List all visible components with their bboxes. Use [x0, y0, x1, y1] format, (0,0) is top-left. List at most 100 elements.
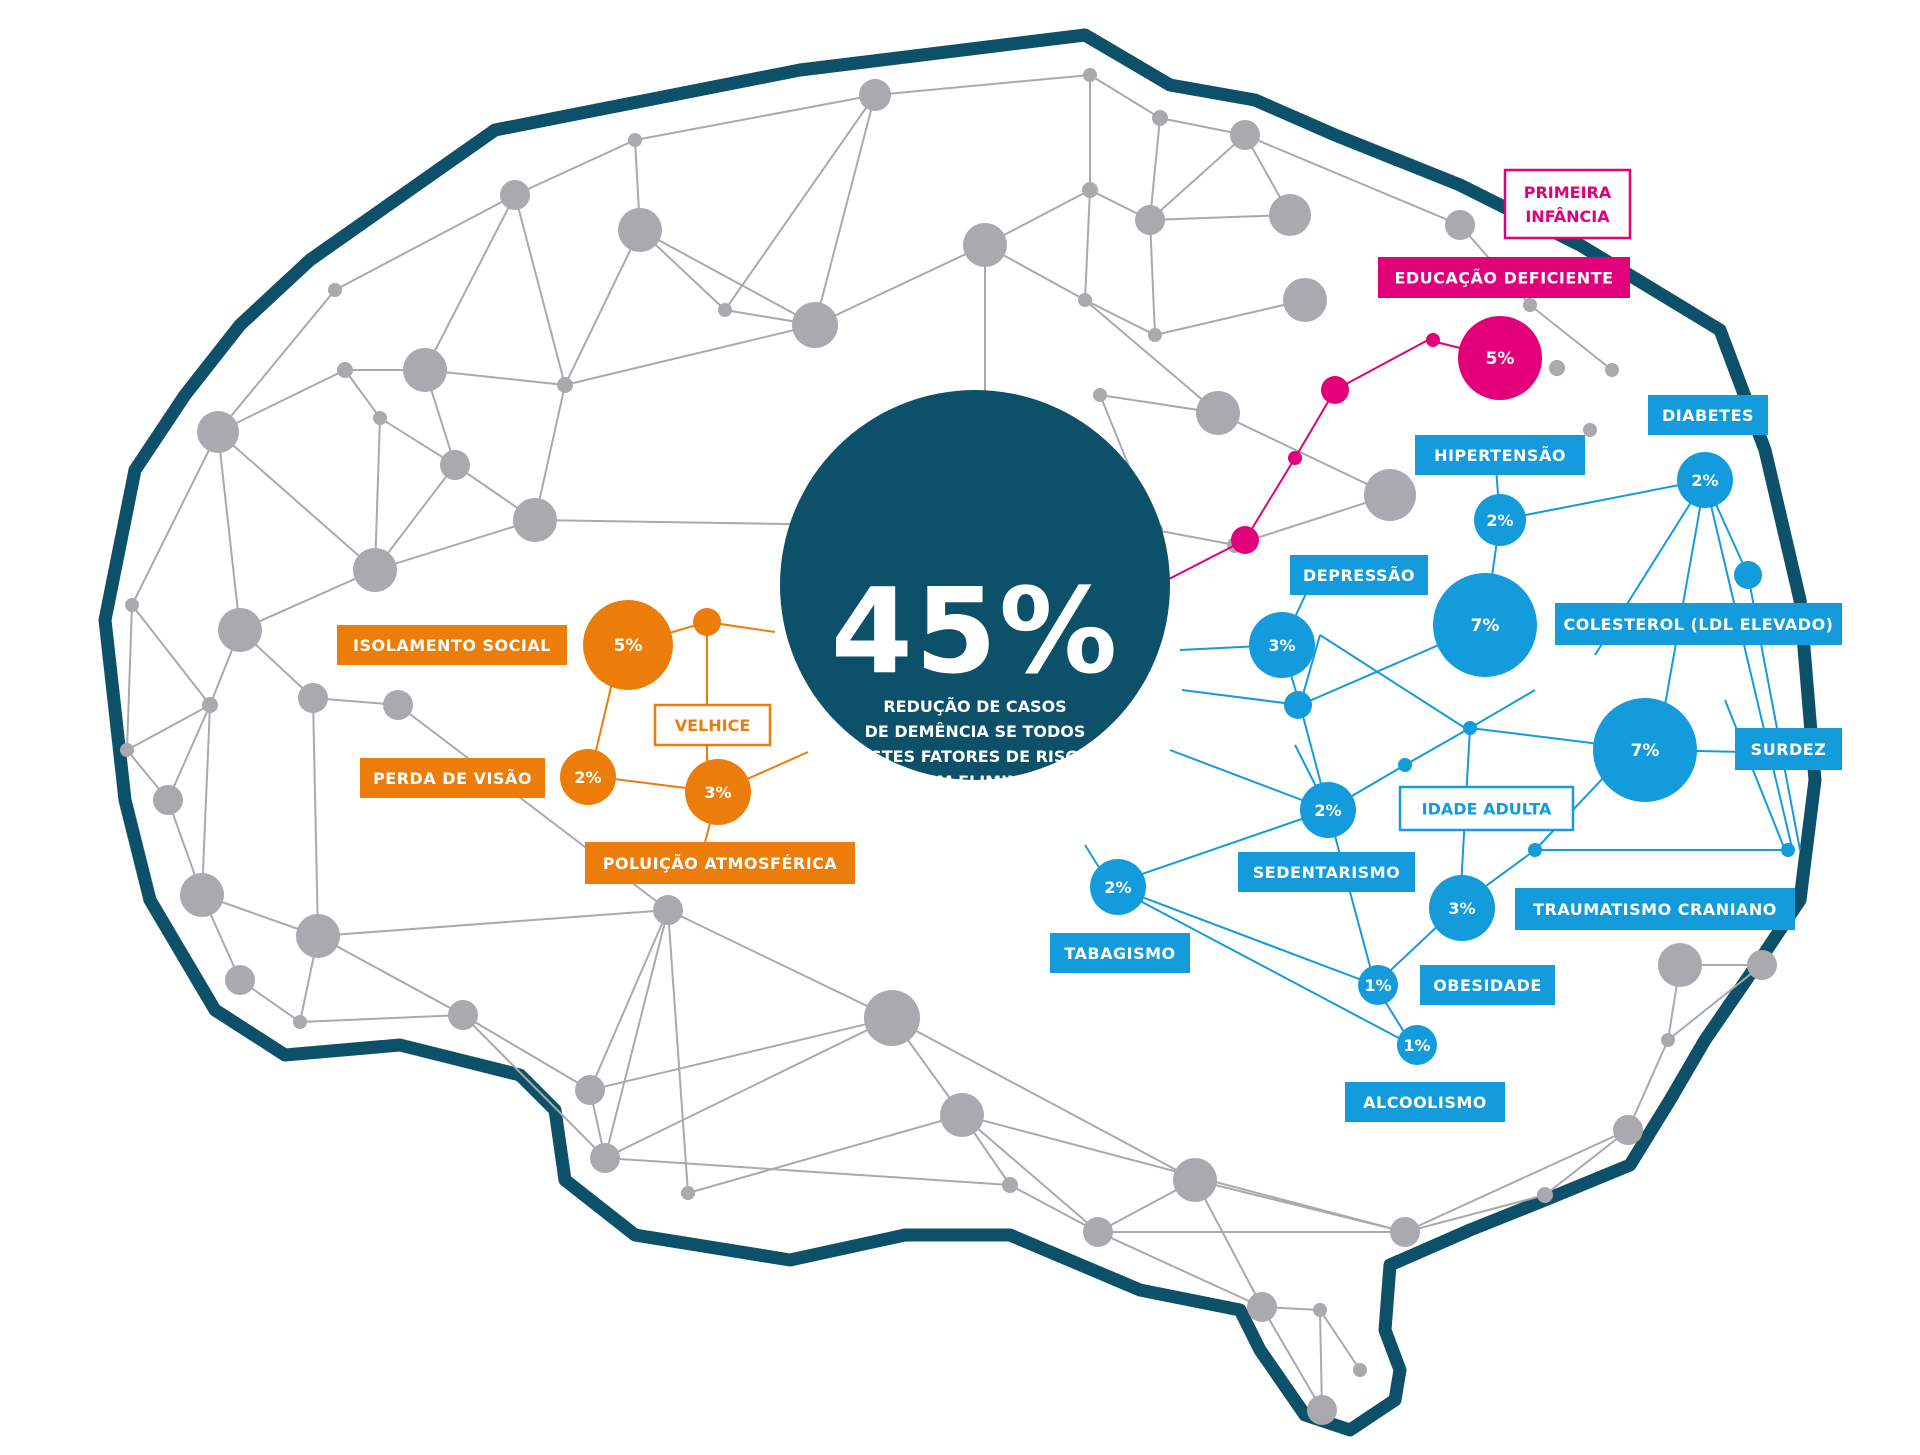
risk-junction-node [1426, 333, 1440, 347]
label-educacao: EDUCAÇÃO DEFICIENTE [1378, 257, 1630, 298]
network-node [859, 79, 891, 111]
network-edge [239, 569, 376, 631]
risk-factor-nodes: 5%2%2%3%7%7%2%2%3%1%1%5%2%3% [560, 316, 1795, 1065]
risk-node-value: 2% [1104, 878, 1131, 897]
risk-node-sedentarismo: 2% [1300, 782, 1356, 838]
network-node [1196, 391, 1240, 435]
risk-junction-node [1288, 451, 1302, 465]
risk-factor-connections [589, 339, 1801, 1046]
network-node [681, 1186, 695, 1200]
network-node [1747, 950, 1777, 980]
network-node [373, 411, 387, 425]
network-edge [424, 194, 516, 371]
risk-node-depressao: 3% [1249, 612, 1315, 678]
stage-late-life: VELHICE [653, 703, 772, 747]
risk-junction-node [1398, 758, 1412, 772]
risk-connection-early-life [1166, 539, 1246, 581]
network-edge [317, 909, 669, 937]
network-edge [131, 431, 219, 606]
network-node [125, 598, 139, 612]
risk-node-poluicao: 3% [685, 759, 751, 825]
risk-connection-midlife [1664, 479, 1706, 706]
network-node [1658, 943, 1702, 987]
network-node [590, 1143, 620, 1173]
network-node [1445, 210, 1475, 240]
label-text: EDUCAÇÃO DEFICIENTE [1394, 269, 1613, 288]
network-edge [814, 94, 876, 326]
network-node [1523, 298, 1537, 312]
label-isolamento: ISOLAMENTO SOCIAL [337, 625, 567, 665]
risk-node-educacao: 5% [1458, 316, 1542, 400]
network-edge [1149, 134, 1246, 221]
network-edge [634, 94, 876, 141]
risk-node-isolamento: 5% [583, 600, 673, 690]
network-node [1583, 423, 1597, 437]
network-edge [1404, 1129, 1629, 1233]
network-node [1083, 1217, 1113, 1247]
network-edge [1149, 117, 1161, 221]
risk-node-value: 2% [574, 768, 601, 787]
headline-caption-line-4: FOSSEM ELIMINADOS [879, 772, 1071, 791]
network-node [1390, 1217, 1420, 1247]
network-edge [604, 1157, 1011, 1186]
network-node [1661, 1033, 1675, 1047]
network-edge [814, 244, 986, 326]
network-edge [374, 519, 536, 571]
network-edge [126, 704, 211, 751]
network-edge [891, 1017, 1196, 1181]
network-edge [217, 369, 346, 433]
risk-connection-midlife [1109, 809, 1329, 886]
network-node [500, 180, 530, 210]
network-edge [1244, 134, 1461, 226]
label-text: ISOLAMENTO SOCIAL [353, 636, 551, 655]
label-text: PERDA DE VISÃO [373, 769, 532, 788]
headline-caption-line-1: REDUÇÃO DE CASOS [883, 697, 1066, 716]
risk-node-value: 5% [614, 636, 643, 656]
network-node [1364, 469, 1416, 521]
network-node [1173, 1158, 1217, 1202]
network-edge [131, 604, 211, 706]
label-poluicao: POLUIÇÃO ATMOSFÉRICA [585, 842, 855, 884]
network-node [1152, 110, 1168, 126]
network-node [1613, 1115, 1643, 1145]
network-node [1269, 194, 1311, 236]
label-text: POLUIÇÃO ATMOSFÉRICA [603, 854, 838, 873]
risk-connection-midlife [1181, 689, 1301, 706]
label-tabagismo: TABAGISMO [1050, 933, 1190, 973]
risk-connection-midlife [1469, 689, 1536, 729]
risk-node-obesidade: 1% [1358, 965, 1398, 1005]
network-edge [424, 369, 566, 386]
network-node [353, 548, 397, 592]
label-perda-visao: PERDA DE VISÃO [360, 758, 545, 798]
label-text: TABAGISMO [1064, 944, 1175, 963]
label-diabetes: DIABETES [1648, 395, 1768, 435]
network-edge [1404, 1194, 1546, 1233]
network-edge [167, 704, 211, 801]
network-edge [1149, 214, 1291, 221]
network-node [1549, 360, 1565, 376]
risk-node-value: 7% [1471, 616, 1500, 636]
risk-connection-midlife [1327, 809, 1376, 986]
risk-junction-node [1734, 561, 1762, 589]
risk-junction-node [1284, 691, 1312, 719]
risk-connection-midlife [1319, 634, 1466, 729]
network-edge [217, 289, 336, 433]
headline-caption-line-3: ESTES FATORES DE RISCO [859, 747, 1090, 766]
network-edge [604, 1017, 893, 1159]
network-node [1313, 1303, 1327, 1317]
risk-connection-midlife [1109, 884, 1413, 1046]
network-node [337, 362, 353, 378]
network-node [1247, 1292, 1277, 1322]
network-edge [687, 1114, 963, 1194]
network-node [197, 411, 239, 453]
network-edge [667, 909, 689, 1194]
network-node [298, 683, 328, 713]
network-edge [1089, 74, 1161, 119]
risk-node-value: 7% [1631, 741, 1660, 761]
risk-junction-node [1781, 843, 1795, 857]
network-node [963, 223, 1007, 267]
risk-node-value: 1% [1403, 1036, 1430, 1055]
